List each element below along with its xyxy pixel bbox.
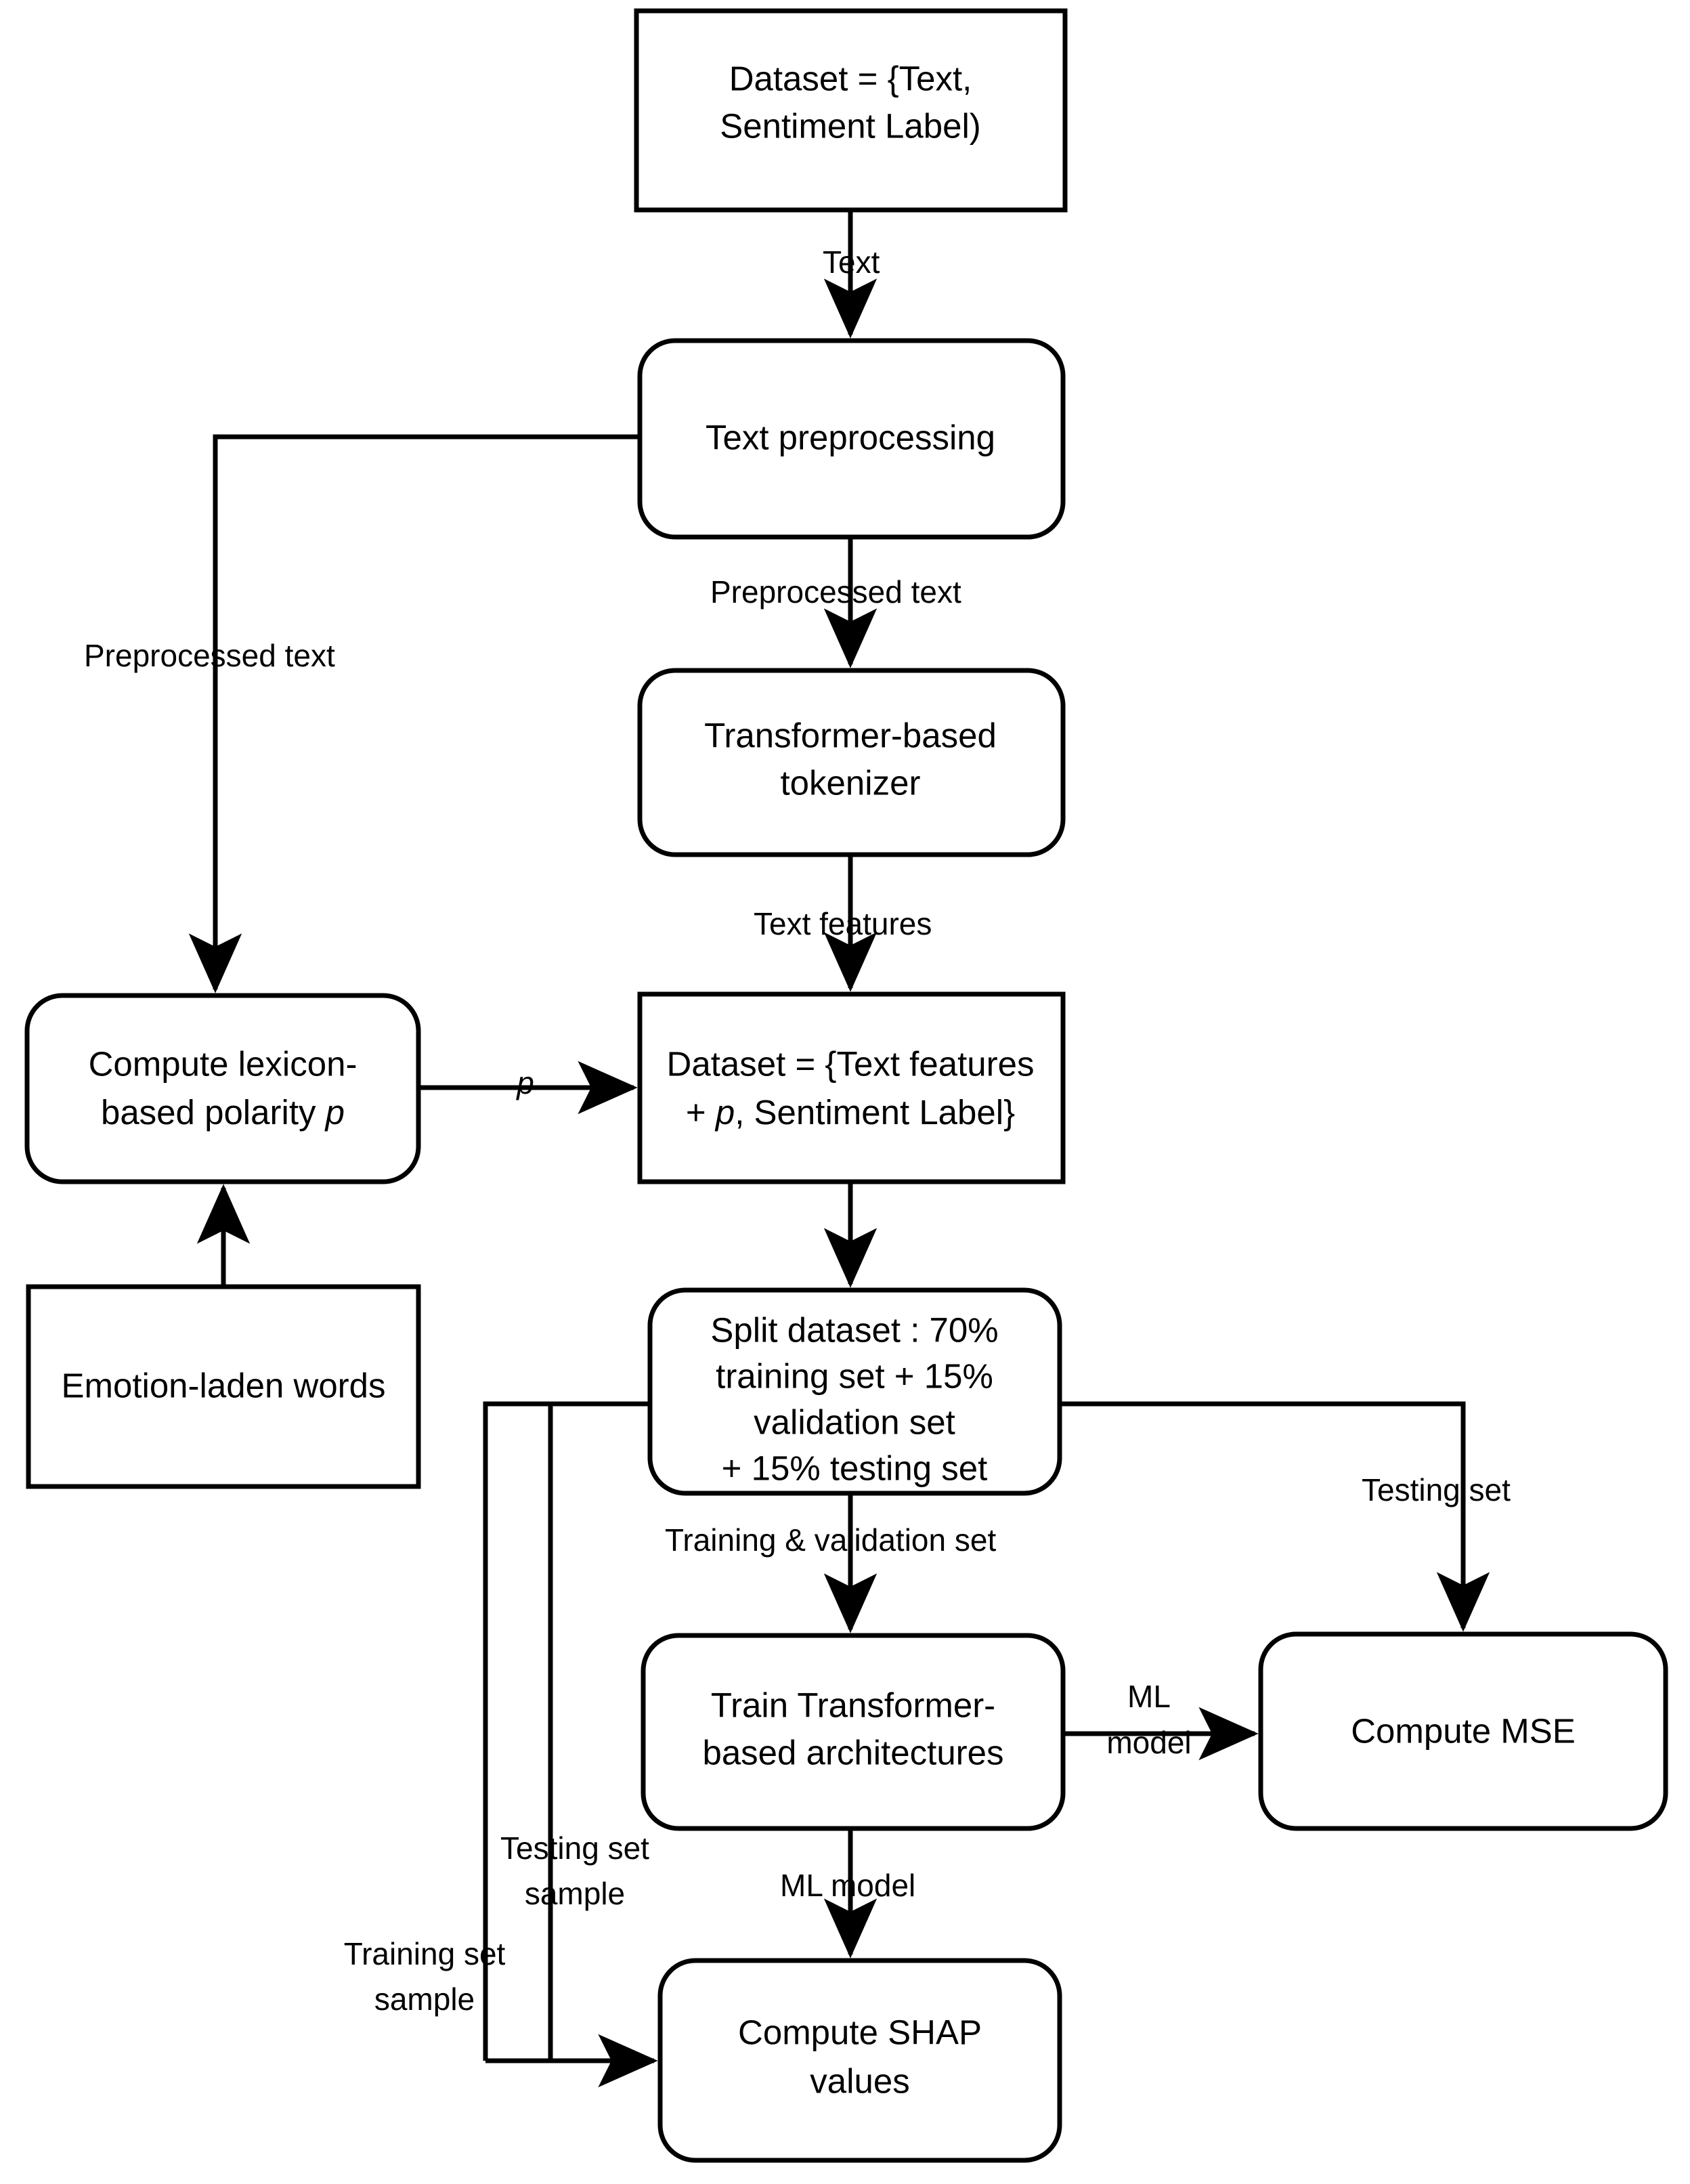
edge-split-to-shap-training-sample — [483, 1401, 650, 2061]
edge-preprocess-to-polarity — [188, 434, 640, 993]
node-dataset-raw[interactable]: Dataset = {Text, Sentiment Label) — [634, 8, 1068, 213]
node-compute-shap[interactable]: Compute SHAP values — [657, 1958, 1062, 2163]
node-dataset-raw-label: Dataset = {Text, — [729, 59, 972, 98]
node-compute-shap-label-2: values — [810, 2061, 909, 2100]
node-compute-shap-label: Compute SHAP — [738, 2013, 982, 2051]
node-compute-polarity[interactable]: Compute lexicon- based polarity p — [24, 993, 421, 1184]
edge-label-preprocessed-text-left: Preprocessed text — [84, 638, 335, 673]
node-compute-polarity-label-2: based polarity p — [101, 1093, 345, 1132]
edge-label-ml-model-horizontal-2: model — [1106, 1725, 1191, 1760]
edge-label-testing-set-sample: Testing set — [500, 1830, 649, 1866]
node-train-architectures-label-2: based architectures — [702, 1733, 1003, 1772]
node-tokenizer-shape — [637, 668, 1066, 857]
edge-split-to-mse — [1060, 1401, 1490, 1632]
node-split-dataset-label-3: validation set — [754, 1403, 955, 1441]
node-text-preprocessing-label: Text preprocessing — [706, 418, 995, 456]
node-tokenizer-label-2: tokenizer — [781, 763, 921, 802]
node-emotion-laden-words-label: Emotion-laden words — [61, 1366, 385, 1405]
node-compute-polarity-shape — [24, 993, 421, 1184]
edge-label-training-set-sample: Training set — [344, 1936, 506, 1971]
node-dataset-raw-shape — [634, 8, 1068, 213]
node-dataset-features-shape — [637, 991, 1066, 1184]
edge-label-p: p — [515, 1065, 534, 1100]
edge-label-testing-set-sample-2: sample — [525, 1876, 625, 1911]
node-train-architectures[interactable]: Train Transformer- based architectures — [641, 1633, 1066, 1831]
edge-label-testing-set: Testing set — [1362, 1472, 1511, 1507]
edge-label-ml-model-horizontal: ML — [1127, 1679, 1171, 1714]
node-dataset-features-label: Dataset = {Text features — [667, 1044, 1035, 1083]
edge-label-training-set-sample-2: sample — [374, 1982, 475, 2017]
edge-label-training-validation-set: Training & validation set — [665, 1522, 996, 1558]
node-split-dataset[interactable]: Split dataset : 70% training set + 15% v… — [647, 1287, 1062, 1496]
node-split-dataset-shape — [647, 1287, 1062, 1496]
node-emotion-laden-words[interactable]: Emotion-laden words — [26, 1284, 421, 1489]
edge-split-to-shap-testing-sample — [548, 1401, 596, 2061]
node-split-dataset-label-4: + 15% testing set — [722, 1449, 988, 1487]
node-train-architectures-shape — [641, 1633, 1066, 1831]
node-tokenizer[interactable]: Transformer-based tokenizer — [637, 668, 1066, 857]
edge-label-text: Text — [823, 244, 880, 280]
node-emotion-laden-words-shape — [26, 1284, 421, 1489]
node-dataset-raw-label-2: Sentiment Label) — [720, 106, 981, 145]
node-split-dataset-label-2: training set + 15% — [716, 1356, 993, 1395]
edge-label-ml-model-vertical: ML model — [780, 1868, 915, 1903]
node-tokenizer-label: Transformer-based — [704, 716, 997, 754]
node-compute-mse-shape — [1258, 1631, 1668, 1831]
node-text-preprocessing-shape — [637, 338, 1066, 540]
node-split-dataset-label: Split dataset : 70% — [710, 1310, 998, 1349]
node-text-preprocessing[interactable]: Text preprocessing — [637, 338, 1066, 540]
edge-label-preprocessed-text-down: Preprocessed text — [710, 574, 961, 609]
node-compute-mse-label: Compute MSE — [1351, 1711, 1576, 1750]
node-compute-polarity-label: Compute lexicon- — [89, 1044, 358, 1083]
node-compute-mse[interactable]: Compute MSE — [1258, 1631, 1668, 1831]
edge-label-text-features: Text features — [754, 906, 932, 941]
node-train-architectures-label: Train Transformer- — [711, 1686, 995, 1724]
node-dataset-features[interactable]: Dataset = {Text features + p, Sentiment … — [637, 991, 1066, 1184]
node-compute-shap-shape — [657, 1958, 1062, 2163]
node-dataset-features-label-2: + p, Sentiment Label} — [686, 1093, 1015, 1132]
